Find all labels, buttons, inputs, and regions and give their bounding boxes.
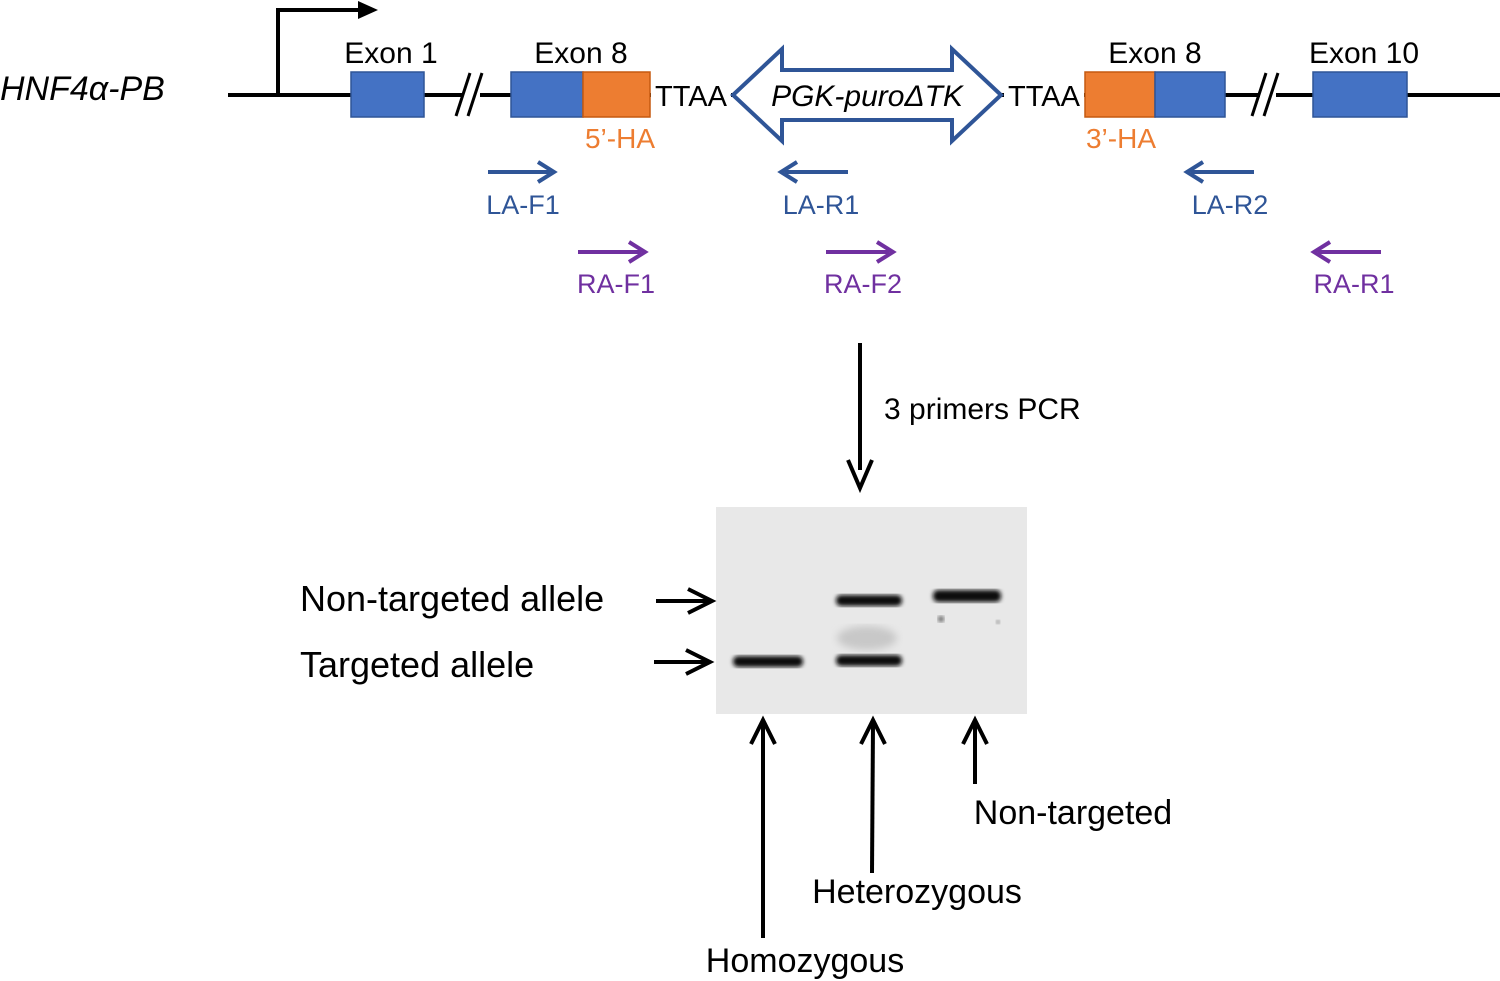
primer-la-r2-label: LA-R2: [1192, 190, 1269, 220]
exon-10-label: Exon 10: [1309, 37, 1419, 70]
primer-ra-r1-arrow-icon: [1310, 240, 1381, 264]
non-targeted-allele-arrow-icon: [656, 587, 717, 615]
transcription-start-arrow-icon: [276, 1, 378, 95]
pcr-step-label: 3 primers PCR: [884, 393, 1081, 426]
primer-ra-f1-arrow-icon: [578, 240, 649, 264]
homology-arm-3-label: 3’-HA: [1086, 123, 1156, 154]
gel-speck: [938, 616, 944, 622]
primer-la-f1-label: LA-F1: [486, 190, 560, 220]
non-targeted-allele-label: Non-targeted allele: [300, 578, 604, 619]
primer-la-r2-arrow-icon: [1183, 160, 1254, 184]
primer-ra-r1-label: RA-R1: [1313, 269, 1394, 299]
pcr-down-arrow-icon: [846, 343, 874, 494]
heterozygous-up-arrow-icon: [859, 715, 887, 874]
exon-8-right-box: [1154, 71, 1226, 118]
homology-arm-5-box: [582, 71, 651, 118]
homology-arm-5-label: 5’-HA: [585, 123, 655, 154]
band-heterozygous-non-targeted: [836, 595, 902, 606]
band-non-targeted: [933, 590, 1001, 602]
exon-1-label: Exon 1: [344, 37, 437, 70]
primer-ra-f2-label: RA-F2: [824, 269, 902, 299]
primer-ra-f2-arrow-icon: [826, 240, 897, 264]
primer-la-r1-label: LA-R1: [783, 190, 860, 220]
ttaa-left-mask: [651, 76, 731, 112]
non-targeted-label: Non-targeted: [974, 794, 1172, 832]
homozygous-label: Homozygous: [706, 942, 904, 980]
exon-8-right-label: Exon 8: [1108, 37, 1201, 70]
ttaa-right-label: TTAA: [1008, 81, 1081, 113]
heterozygous-label: Heterozygous: [812, 873, 1022, 911]
ttaa-left-label: TTAA: [655, 81, 728, 113]
band-homozygous-targeted: [733, 656, 803, 667]
gel-image: [716, 507, 1027, 714]
cassette-double-arrow: [730, 44, 1004, 146]
break-mark-right: [1250, 72, 1280, 117]
ttaa-right-mask: [1004, 76, 1084, 112]
exon-10-box: [1312, 71, 1408, 118]
gel-smear: [837, 626, 897, 650]
targeted-allele-label: Targeted allele: [300, 644, 534, 685]
non-targeted-up-arrow-icon: [961, 715, 989, 784]
break-mark-left: [454, 72, 484, 117]
gel-bands: [733, 590, 1001, 667]
homology-arm-3-box: [1084, 71, 1156, 118]
primer-ra-f1-label: RA-F1: [577, 269, 655, 299]
exon-8-left-label: Exon 8: [534, 37, 627, 70]
homozygous-up-arrow-icon: [749, 715, 777, 938]
primer-la-f1-arrow-icon: [488, 160, 558, 184]
targeted-allele-arrow-icon: [654, 648, 715, 676]
primer-la-r1-arrow-icon: [777, 160, 848, 184]
band-heterozygous-targeted: [836, 655, 902, 666]
cassette-label: PGK-puroΔTK: [771, 80, 965, 113]
gel-speck: [996, 620, 1000, 624]
exon-8-left-box: [510, 71, 584, 118]
exon-1-box: [350, 71, 425, 118]
construct-name: HNF4α-PB: [0, 70, 165, 108]
